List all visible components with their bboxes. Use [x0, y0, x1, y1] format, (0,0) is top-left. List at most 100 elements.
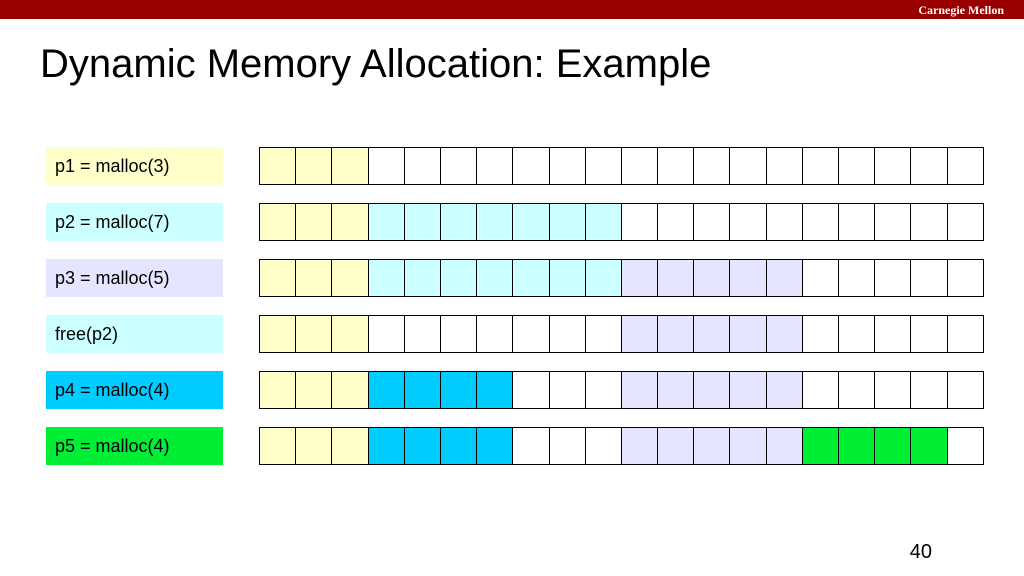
- heap-word-p3: [765, 315, 803, 353]
- heap-word-p1: [295, 371, 333, 409]
- heap-word-p1: [295, 203, 333, 241]
- heap-word-free: [838, 259, 876, 297]
- heap-word-free: [693, 147, 731, 185]
- heap-word-free: [801, 203, 839, 241]
- heap-word-free: [874, 371, 912, 409]
- heap-word-free: [910, 203, 948, 241]
- heap-word-free: [801, 371, 839, 409]
- heap-word-p1: [259, 259, 297, 297]
- heap-word-p3: [729, 259, 767, 297]
- heap-row: [259, 315, 984, 353]
- heap-word-free: [512, 315, 550, 353]
- heap-word-free: [476, 147, 514, 185]
- heap-word-p2: [403, 203, 441, 241]
- heap-word-free: [548, 147, 586, 185]
- heap-word-p1: [295, 427, 333, 465]
- heap-word-p4: [439, 371, 478, 409]
- heap-word-p2: [439, 203, 478, 241]
- heap-word-free: [584, 147, 622, 185]
- header-bar: Carnegie Mellon: [0, 0, 1024, 19]
- heap-word-free: [367, 147, 405, 185]
- heap-word-free: [765, 147, 803, 185]
- heap-word-p4: [367, 427, 405, 465]
- heap-word-free: [512, 147, 550, 185]
- heap-word-free: [476, 315, 514, 353]
- heap-word-p1: [295, 315, 333, 353]
- heap-word-p1: [331, 147, 369, 185]
- heap-word-p1: [331, 371, 369, 409]
- heap-word-p2: [367, 203, 405, 241]
- heap-word-p3: [729, 427, 767, 465]
- heap-word-free: [548, 427, 586, 465]
- heap-word-p1: [331, 315, 369, 353]
- heap-word-free: [946, 203, 984, 241]
- heap-row: [259, 147, 984, 185]
- heap-word-p1: [295, 259, 333, 297]
- heap-word-free: [874, 259, 912, 297]
- heap-word-free: [439, 147, 478, 185]
- heap-word-free: [946, 147, 984, 185]
- heap-word-p3: [765, 259, 803, 297]
- heap-word-p1: [259, 315, 297, 353]
- heap-word-free: [946, 315, 984, 353]
- heap-word-p1: [259, 147, 297, 185]
- heap-word-p3: [620, 371, 659, 409]
- heap-word-p3: [765, 371, 803, 409]
- heap-word-free: [765, 203, 803, 241]
- heap-word-p4: [476, 371, 514, 409]
- heap-word-p3: [620, 315, 659, 353]
- slide-title: Dynamic Memory Allocation: Example: [40, 42, 712, 86]
- heap-word-p1: [259, 203, 297, 241]
- heap-word-p3: [620, 259, 659, 297]
- heap-word-p1: [331, 259, 369, 297]
- heap-word-free: [729, 147, 767, 185]
- heap-row: [259, 203, 984, 241]
- heap-word-p1: [295, 147, 333, 185]
- heap-word-free: [838, 315, 876, 353]
- heap-word-p2: [476, 203, 514, 241]
- heap-word-free: [838, 203, 876, 241]
- heap-word-p4: [403, 371, 441, 409]
- heap-word-p3: [657, 259, 695, 297]
- heap-word-free: [910, 147, 948, 185]
- heap-word-p3: [657, 427, 695, 465]
- heap-word-free: [693, 203, 731, 241]
- heap-word-p5: [801, 427, 839, 465]
- step-label: p1 = malloc(3): [46, 147, 223, 185]
- heap-word-p5: [874, 427, 912, 465]
- step-label: p5 = malloc(4): [46, 427, 223, 465]
- heap-word-free: [584, 315, 622, 353]
- heap-word-free: [910, 315, 948, 353]
- heap-word-p2: [512, 259, 550, 297]
- heap-word-free: [946, 259, 984, 297]
- heap-word-p1: [259, 427, 297, 465]
- heap-word-p3: [657, 371, 695, 409]
- step-label: p2 = malloc(7): [46, 203, 223, 241]
- heap-word-free: [801, 259, 839, 297]
- heap-word-p2: [476, 259, 514, 297]
- heap-word-free: [403, 147, 441, 185]
- heap-word-free: [657, 147, 695, 185]
- heap-word-p3: [693, 259, 731, 297]
- heap-word-p2: [584, 259, 622, 297]
- heap-word-free: [657, 203, 695, 241]
- page-number: 40: [909, 541, 932, 563]
- heap-word-free: [729, 203, 767, 241]
- heap-word-free: [548, 371, 586, 409]
- heap-word-free: [584, 427, 622, 465]
- heap-word-p2: [584, 203, 622, 241]
- heap-word-p3: [620, 427, 659, 465]
- heap-word-p5: [910, 427, 948, 465]
- heap-word-free: [910, 259, 948, 297]
- step-label: free(p2): [46, 315, 223, 353]
- heap-word-free: [584, 371, 622, 409]
- heap-word-p2: [439, 259, 478, 297]
- heap-word-p3: [657, 315, 695, 353]
- heap-word-p1: [259, 371, 297, 409]
- brand-label: Carnegie Mellon: [918, 3, 1004, 17]
- heap-word-p2: [403, 259, 441, 297]
- heap-word-free: [838, 147, 876, 185]
- heap-word-p1: [331, 203, 369, 241]
- heap-word-free: [512, 427, 550, 465]
- step-label: p3 = malloc(5): [46, 259, 223, 297]
